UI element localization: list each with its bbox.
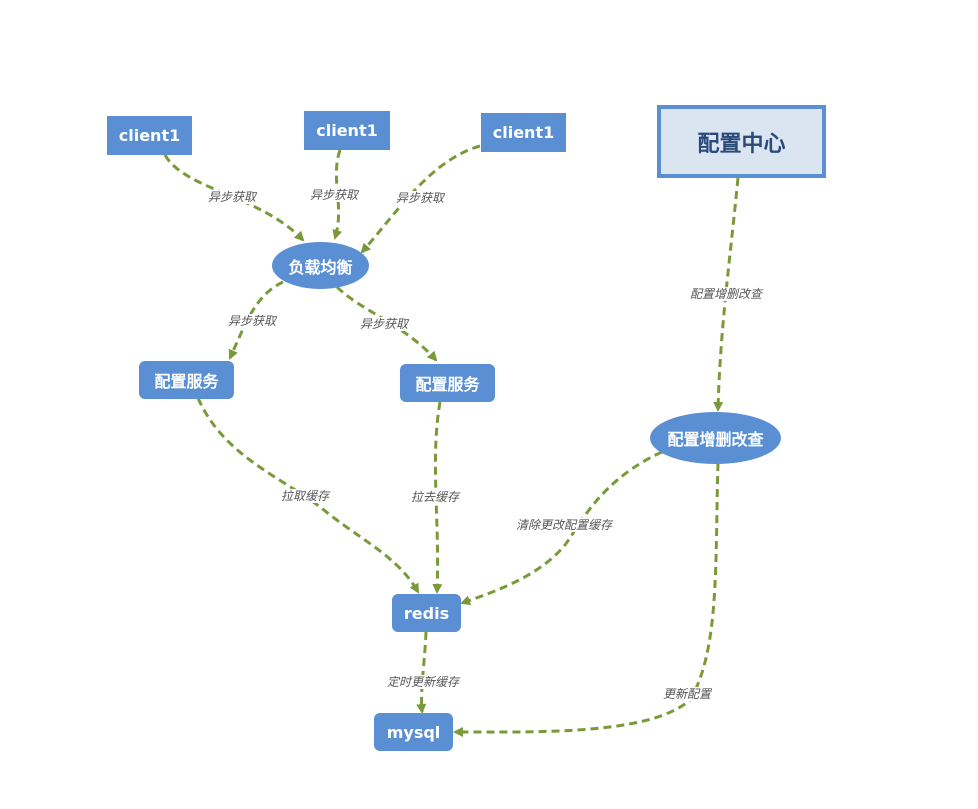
client-node-1: client1	[107, 116, 192, 155]
edge-crud-to-redis	[460, 450, 663, 606]
edge-lb-to-service-1	[228, 280, 284, 360]
edge-service-1-to-redis	[196, 397, 420, 594]
redis-node: redis	[392, 594, 461, 632]
config-center-node: 配置中心	[657, 105, 826, 178]
config-service-node-1: 配置服务	[139, 361, 234, 399]
config-service-node-2: 配置服务	[400, 364, 495, 402]
edge-label-client-c-to-lb: 异步获取	[396, 191, 445, 205]
client-node-3: client1	[481, 113, 566, 152]
edge-label-client-a-to-lb: 异步获取	[208, 190, 257, 204]
edge-label-center-to-crud: 配置增删改查	[690, 287, 763, 301]
client-node-2: client1	[304, 111, 390, 150]
edge-label-client-b-to-lb: 异步获取	[310, 188, 359, 202]
edge-client-c-to-lb	[360, 144, 481, 254]
edge-label-crud-to-redis: 清除更改配置缓存	[516, 518, 613, 532]
config-crud-node: 配置增删改查	[650, 412, 781, 464]
load-balancer-node: 负载均衡	[272, 242, 369, 289]
edge-redis-to-mysql	[416, 631, 428, 714]
edge-label-lb-to-service-2: 异步获取	[360, 317, 409, 331]
edge-label-lb-to-service-1: 异步获取	[228, 314, 277, 328]
edge-label-service-2-to-redis: 拉去缓存	[411, 490, 460, 504]
edge-label-service-1-to-redis: 拉取缓存	[281, 489, 330, 503]
edge-label-redis-to-mysql: 定时更新缓存	[387, 675, 460, 689]
edge-label-crud-to-mysql: 更新配置	[663, 687, 712, 701]
mysql-node: mysql	[374, 713, 453, 751]
